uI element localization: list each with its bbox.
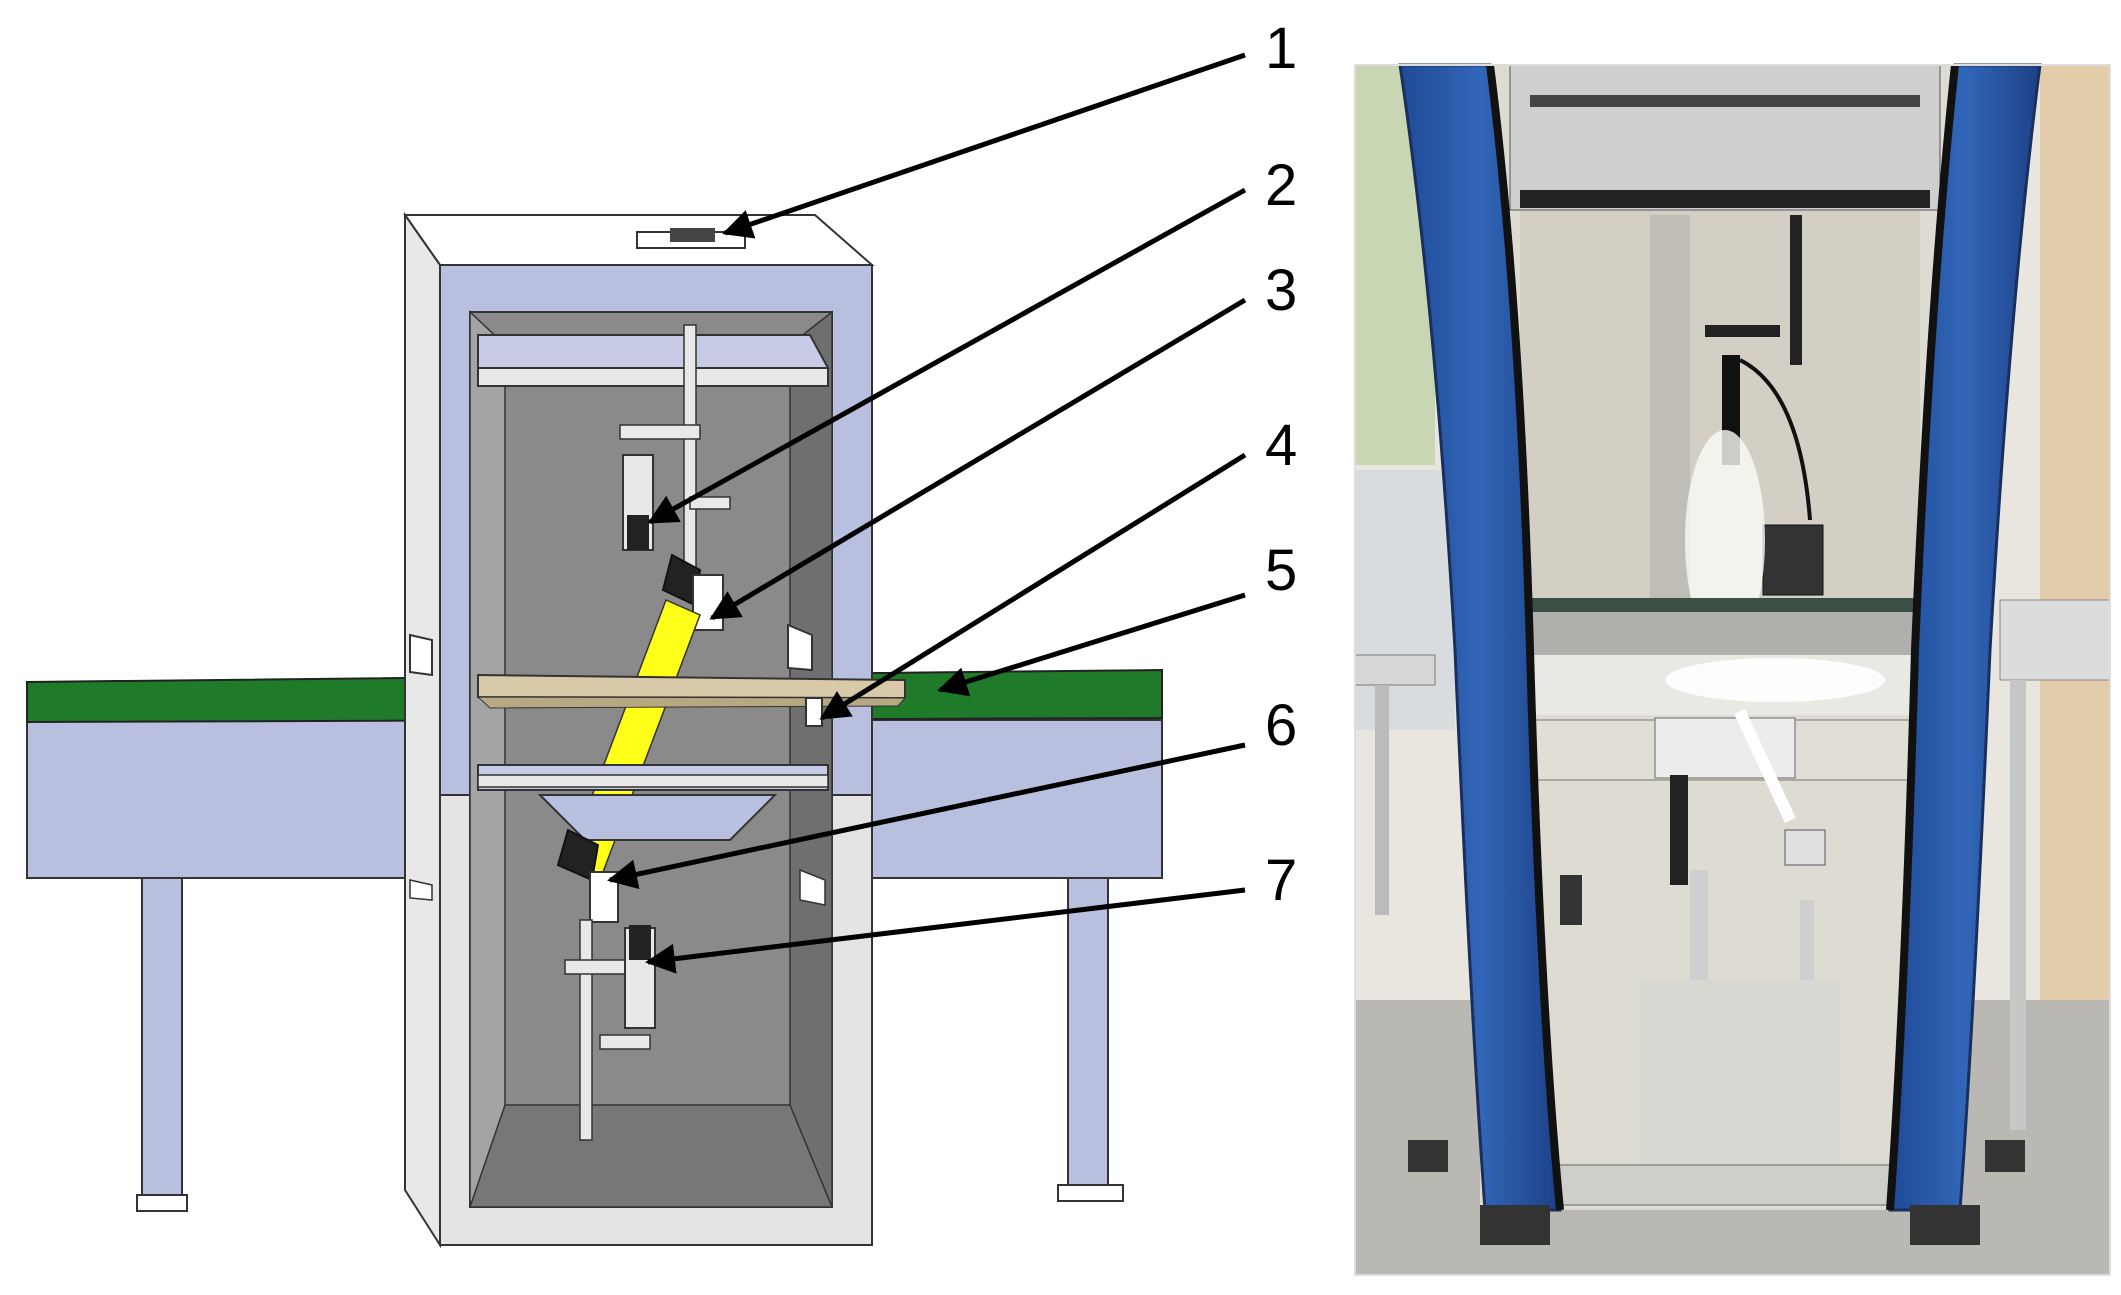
callout-3-arrow [709, 297, 1247, 621]
cabinet-interior [469, 311, 833, 1208]
callout-6-label: 6 [1265, 693, 1297, 758]
callout-4-arrow [819, 452, 1247, 721]
callout-2-label: 2 [1265, 153, 1297, 218]
sensor-4 [805, 697, 823, 727]
callout-1-arrow [722, 52, 1246, 239]
callout-2-arrow [647, 187, 1247, 525]
schematic-diagram: 1 2 3 4 5 6 7 [26, 16, 1297, 1249]
callout-5-arrow [937, 592, 1246, 697]
upper-shelf [477, 334, 830, 369]
conveyor-leg-right [1067, 859, 1109, 1191]
machine-photo [1354, 63, 2111, 1276]
callout-3-label: 3 [1265, 258, 1297, 323]
wood-workpiece [477, 673, 906, 700]
callout-5-label: 5 [1265, 538, 1297, 603]
cabinet-side-face [404, 211, 441, 1249]
callout-4-label: 4 [1265, 413, 1297, 478]
callout-7-label: 7 [1265, 848, 1297, 913]
conveyor-leg-left [141, 859, 183, 1201]
callout-6-arrow [607, 742, 1246, 890]
callout-1-label: 1 [1265, 16, 1297, 81]
callout-7-arrow [645, 887, 1246, 974]
